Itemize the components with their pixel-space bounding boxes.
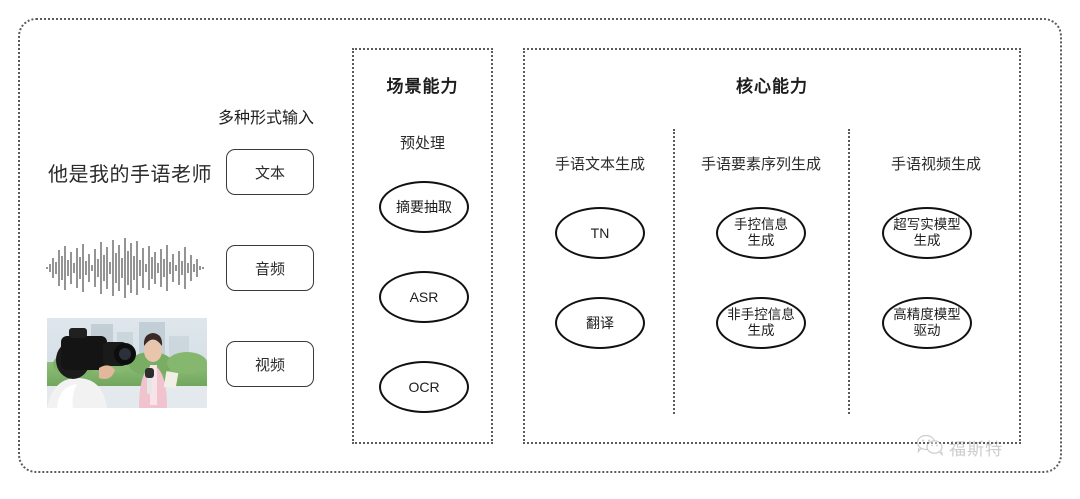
core-capability-panel: 核心能力 手语文本生成 TN 翻译 手语要素序列生成 手控信息 生成 非手控信息… (523, 48, 1021, 444)
scene-node-ocr[interactable]: OCR (379, 361, 469, 413)
modality-box-text[interactable]: 文本 (226, 149, 314, 195)
core-node-manual-info-generation[interactable]: 手控信息 生成 (716, 207, 806, 259)
scene-capability-panel: 场景能力 预处理 摘要抽取 ASR OCR (352, 48, 493, 444)
scene-panel-subtitle: 预处理 (399, 135, 445, 152)
outer-frame (18, 18, 1062, 473)
watermark-text: 福斯特 (949, 440, 1003, 459)
core-column-header-text-generation: 手语文本生成 (554, 156, 645, 173)
core-column-separator-1 (673, 129, 675, 414)
modality-box-video[interactable]: 视频 (226, 341, 314, 387)
core-node-tn[interactable]: TN (555, 207, 645, 259)
scene-panel-title: 场景能力 (386, 77, 459, 96)
core-panel-title: 核心能力 (736, 77, 808, 96)
core-node-photoreal-model-generation[interactable]: 超写实模型 生成 (882, 207, 972, 259)
core-column-header-video-generation: 手语视频生成 (890, 156, 981, 173)
input-section-heading: 多种形式输入 (218, 110, 315, 127)
modality-box-audio[interactable]: 音频 (226, 245, 314, 291)
core-column-header-element-sequence: 手语要素序列生成 (700, 156, 821, 173)
scene-node-asr[interactable]: ASR (379, 271, 469, 323)
wechat-icon (916, 434, 944, 461)
audio-waveform-icon (45, 236, 207, 300)
core-node-translation[interactable]: 翻译 (555, 297, 645, 349)
core-node-high-precision-model-driving[interactable]: 高精度模型 驱动 (882, 297, 972, 349)
core-node-non-manual-info-generation[interactable]: 非手控信息 生成 (716, 297, 806, 349)
core-column-separator-2 (848, 129, 850, 414)
sample-text-line: 他是我的手语老师 (48, 164, 212, 186)
video-thumbnail (47, 318, 207, 408)
watermark: 福斯特 (916, 434, 1003, 461)
scene-node-summary[interactable]: 摘要抽取 (379, 181, 469, 233)
